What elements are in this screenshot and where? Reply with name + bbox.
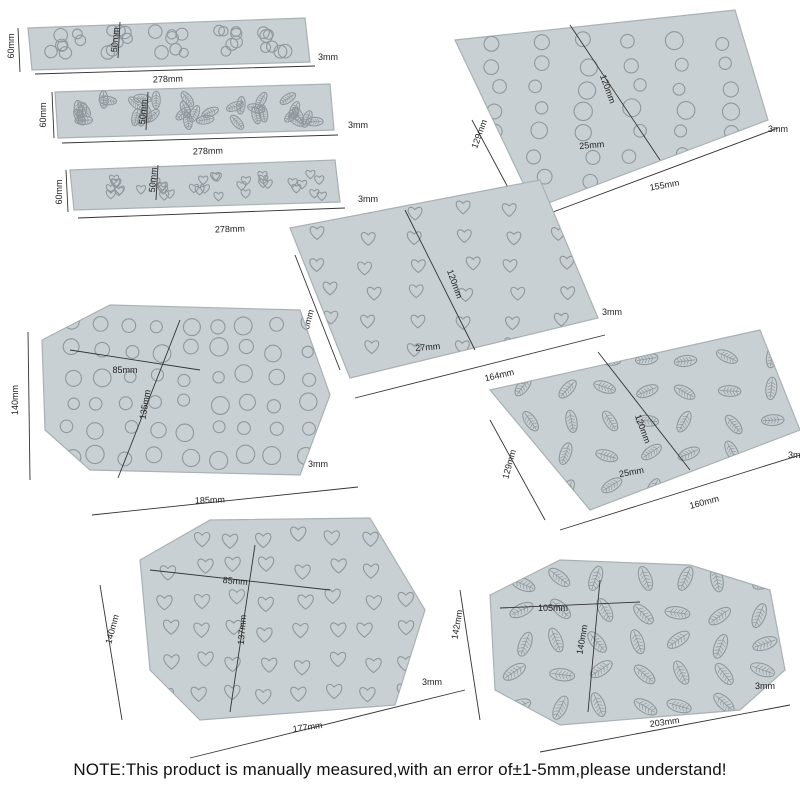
dimension-line — [189, 689, 466, 759]
mat-body — [139, 517, 426, 721]
dimension-line — [34, 65, 316, 75]
dimension-line — [61, 134, 339, 144]
dimension-line — [499, 601, 641, 609]
mat-leaf-rect: 160mm129mm120mm25mm3mm — [488, 329, 800, 531]
dimension-line — [459, 589, 481, 721]
label-thickness: 3mm — [755, 681, 775, 691]
mat-leaf-strip: 278mm 60mm 50mm 3mm — [38, 83, 368, 157]
dimension-line — [229, 544, 256, 713]
label-width: 142mm — [450, 609, 465, 640]
label-motif: 27mm — [415, 341, 441, 353]
label-thickness: 3mm — [602, 307, 622, 317]
mat-flower-strip: 278mm 60mm 50mm 3mm — [54, 159, 378, 235]
label-width: 140mm — [10, 385, 20, 415]
label-motif: 50mm — [137, 99, 149, 125]
label-thickness: 3mm — [422, 677, 442, 687]
dimension-line — [145, 91, 149, 131]
dimension-line — [149, 569, 331, 591]
label-motif: 50mm — [147, 167, 159, 193]
dimension-line — [69, 349, 201, 371]
mat-heart-octagon: 177mm 140mm 85mm 137mm 3mm — [99, 517, 466, 759]
label-vertical: 137mm — [236, 614, 249, 645]
dimension-line — [65, 169, 69, 213]
mold-pattern — [73, 90, 324, 130]
dimension-line — [99, 584, 123, 721]
label-length: 203mm — [649, 715, 680, 729]
dimension-line — [559, 454, 800, 531]
dimension-line — [404, 209, 476, 351]
dimension-line — [597, 351, 691, 471]
mat-body — [454, 9, 769, 209]
label-length: 278mm — [193, 145, 223, 156]
dimension-line — [294, 254, 341, 371]
label-motif: 50mm — [109, 27, 121, 53]
label-width: 60mm — [54, 179, 64, 204]
label-length: 278mm — [153, 73, 183, 84]
dimension-line — [117, 21, 121, 59]
dimension-line — [51, 91, 55, 139]
label-horizontal: 85mm — [112, 365, 137, 375]
mat-body — [69, 159, 341, 211]
dimension-line — [587, 579, 601, 713]
mold-pattern — [105, 169, 327, 202]
dimension-line — [544, 127, 779, 216]
label-thickness: 3mm — [768, 124, 788, 134]
dimension-line — [489, 419, 546, 521]
label-width: 140mm — [103, 613, 120, 645]
label-thickness: 3mm — [308, 459, 328, 469]
dimension-line — [77, 207, 346, 219]
label-width: 129mm — [469, 118, 489, 150]
label-width: 60mm — [38, 102, 48, 127]
label-motif: 25mm — [618, 465, 644, 479]
label-length: 177mm — [292, 720, 323, 734]
label-length: 185mm — [195, 494, 225, 505]
dimension-line — [117, 319, 181, 479]
dimension-line — [354, 334, 606, 399]
label-thickness: 3mm — [788, 450, 800, 460]
mold-pattern — [154, 526, 415, 705]
label-horizontal: 85mm — [222, 575, 248, 587]
label-thickness: 3mm — [348, 120, 368, 130]
dimension-line — [17, 27, 21, 73]
dimension-line — [539, 704, 791, 753]
label-thickness: 3mm — [358, 194, 378, 204]
label-horizontal: 105mm — [538, 603, 568, 613]
mat-body — [41, 304, 331, 476]
dimension-line — [27, 331, 31, 481]
label-length: 164mm — [484, 367, 515, 383]
dimension-line — [91, 486, 359, 516]
label-length: 160mm — [688, 493, 720, 510]
label-thickness: 3mm — [318, 52, 338, 62]
mat-body — [289, 179, 599, 379]
measurement-note: NOTE:This product is manually measured,w… — [73, 760, 727, 779]
label-motif: 25mm — [579, 139, 605, 151]
label-width: 129mm — [500, 448, 517, 480]
mat-body — [488, 329, 800, 511]
dimension-line — [155, 164, 159, 201]
mat-bubble-strip: 278mm 60mm 50mm 3mm — [6, 17, 338, 85]
mold-pattern — [59, 313, 318, 471]
dimension-line — [569, 24, 661, 161]
label-length: 278mm — [215, 223, 245, 234]
label-width: 60mm — [6, 33, 16, 58]
label-length: 155mm — [649, 178, 680, 193]
